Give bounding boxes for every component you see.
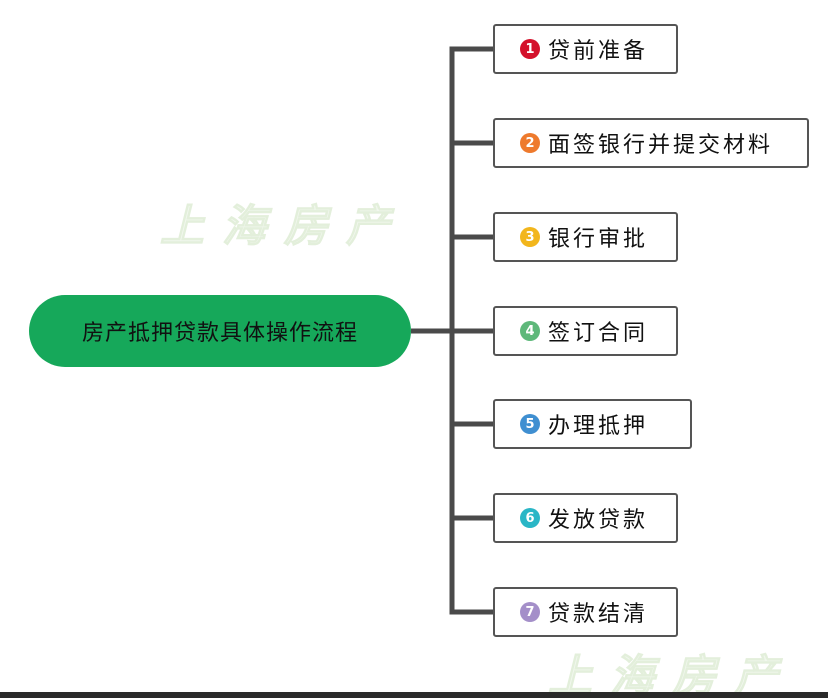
step-7-label: 贷款结清 — [548, 602, 649, 627]
step-2-number-badge: 2 — [520, 133, 540, 153]
step-3-label: 银行审批 — [548, 227, 649, 252]
step-6-number-badge: 6 — [520, 508, 540, 528]
watermark-center: 上海房产 — [160, 201, 408, 253]
step-3-number-badge: 3 — [520, 227, 540, 247]
step-5-label: 办理抵押 — [548, 414, 649, 439]
step-node-3: 3 银行审批 — [493, 212, 678, 262]
step-5-number-badge: 5 — [520, 414, 540, 434]
step-1-label: 贷前准备 — [548, 39, 649, 64]
step-node-1: 1 贷前准备 — [493, 24, 678, 74]
root-label: 房产抵押贷款具体操作流程 — [81, 321, 358, 346]
step-node-4: 4 签订合同 — [493, 306, 678, 356]
step-4-label: 签订合同 — [548, 321, 649, 346]
step-6-label: 发放贷款 — [548, 508, 649, 533]
step-node-7: 7 贷款结清 — [493, 587, 678, 637]
root-node: 房产抵押贷款具体操作流程 — [29, 295, 411, 367]
step-7-number-badge: 7 — [520, 602, 540, 622]
watermark-bottom: 上海房产 — [548, 651, 796, 698]
bottom-border — [0, 692, 828, 698]
step-2-label: 面签银行并提交材料 — [548, 133, 774, 158]
step-node-5: 5 办理抵押 — [493, 399, 692, 449]
step-4-number-badge: 4 — [520, 321, 540, 341]
step-1-number-badge: 1 — [520, 39, 540, 59]
step-node-6: 6 发放贷款 — [493, 493, 678, 543]
step-node-2: 2 面签银行并提交材料 — [493, 118, 809, 168]
